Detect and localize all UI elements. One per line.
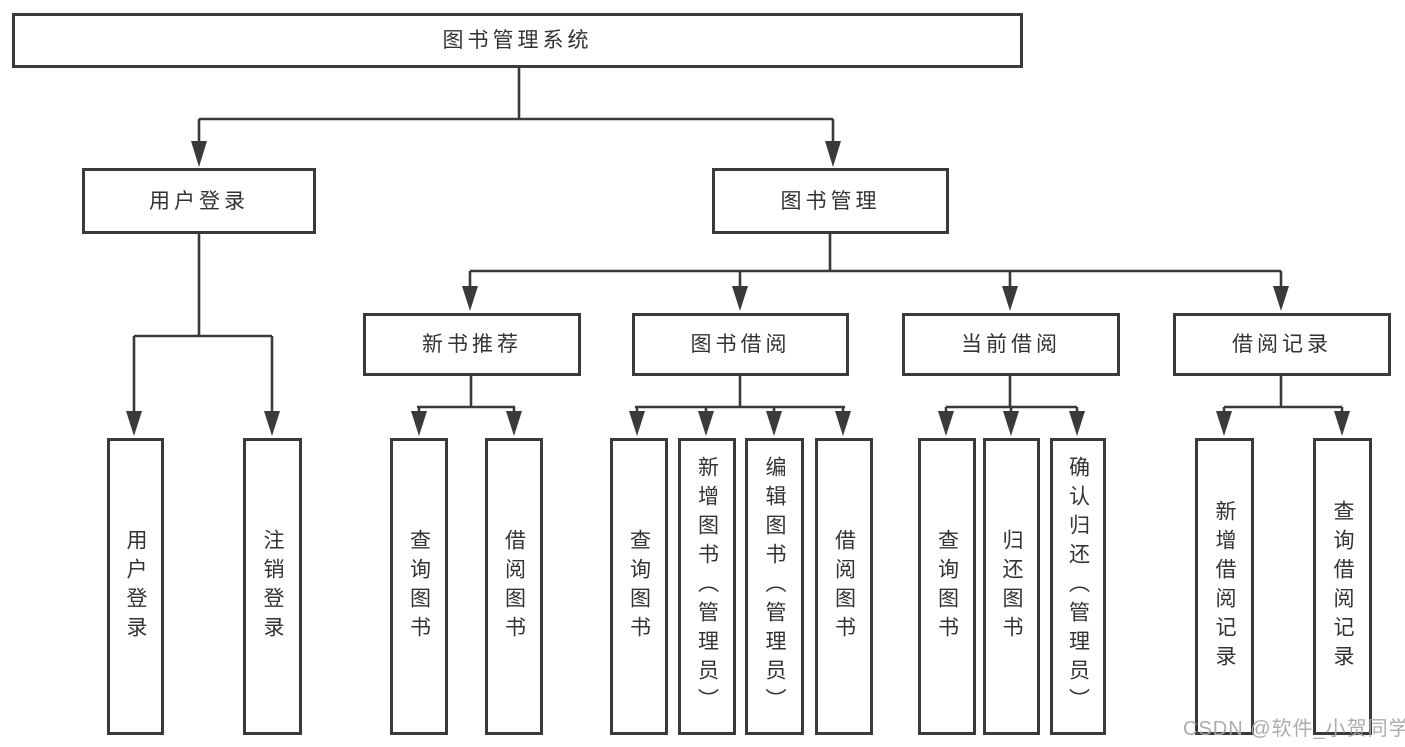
leaf-logout: 注销登录 bbox=[243, 438, 302, 735]
node-label: 当前借阅 bbox=[961, 333, 1061, 356]
leaf-edit-books-admin: 编辑图书（管理员） bbox=[745, 438, 804, 735]
node-label: 查询图书 bbox=[627, 528, 651, 645]
leaf-add-borrow-record: 新增借阅记录 bbox=[1195, 438, 1254, 735]
leaf-query-borrow-record: 查询借阅记录 bbox=[1313, 438, 1372, 735]
node-label: 用户登录 bbox=[149, 189, 249, 213]
leaf-borrow-books-recommend: 借阅图书 bbox=[485, 438, 543, 735]
node-label: 借阅图书 bbox=[502, 528, 526, 645]
node-label: 新增借阅记录 bbox=[1213, 499, 1236, 674]
leaf-confirm-return-admin: 确认归还（管理员） bbox=[1050, 438, 1106, 735]
node-label: 归还图书 bbox=[1000, 528, 1023, 645]
node-library-management-system: 图书管理系统 bbox=[12, 13, 1023, 68]
node-label: 确认归还（管理员） bbox=[1066, 456, 1090, 717]
leaf-borrow-books-borrowing: 借阅图书 bbox=[815, 438, 873, 735]
node-new-book-recommend: 新书推荐 bbox=[363, 313, 581, 376]
node-label: 图书管理 bbox=[780, 189, 881, 213]
leaf-return-books: 归还图书 bbox=[983, 438, 1040, 735]
node-book-management: 图书管理 bbox=[712, 168, 949, 234]
node-current-borrowing: 当前借阅 bbox=[902, 313, 1120, 376]
node-label: 借阅图书 bbox=[832, 528, 856, 645]
node-borrowing-records: 借阅记录 bbox=[1173, 313, 1391, 376]
node-label: 注销登录 bbox=[261, 528, 284, 645]
node-label: 新增图书（管理员） bbox=[695, 456, 719, 717]
node-label: 查询图书 bbox=[935, 528, 959, 645]
node-label: 借阅记录 bbox=[1232, 333, 1332, 356]
node-label: 图书管理系统 bbox=[442, 29, 593, 52]
node-book-borrowing: 图书借阅 bbox=[632, 313, 849, 376]
leaf-query-books-current: 查询图书 bbox=[918, 438, 976, 735]
node-user-login: 用户登录 bbox=[82, 168, 316, 234]
node-label: 查询图书 bbox=[407, 528, 431, 645]
csdn-watermark: CSDN @软件_小贺同学 bbox=[1183, 718, 1405, 740]
leaf-query-books-recommend: 查询图书 bbox=[390, 438, 448, 735]
node-label: 图书借阅 bbox=[690, 333, 791, 356]
node-label: 新书推荐 bbox=[422, 333, 522, 356]
node-label: 查询借阅记录 bbox=[1331, 499, 1354, 674]
leaf-user-login: 用户登录 bbox=[107, 438, 164, 735]
leaf-add-books-admin: 新增图书（管理员） bbox=[678, 438, 736, 735]
leaf-query-books-borrowing: 查询图书 bbox=[610, 438, 668, 735]
node-label: 编辑图书（管理员） bbox=[763, 456, 786, 717]
node-label: 用户登录 bbox=[124, 528, 147, 645]
